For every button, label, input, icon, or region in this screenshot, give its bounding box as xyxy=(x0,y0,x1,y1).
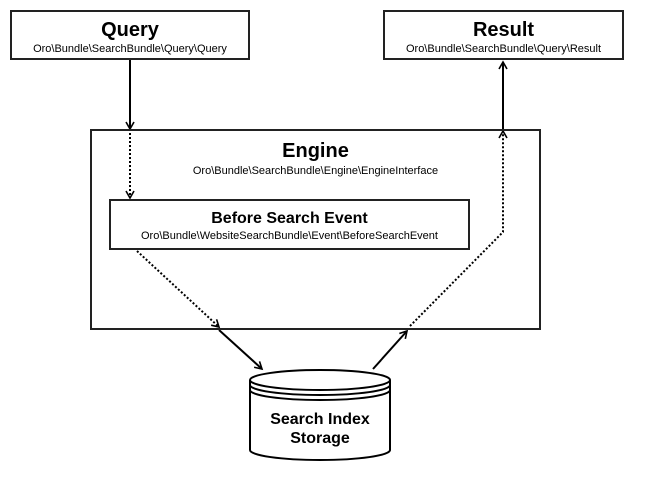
engine-box: Engine Oro\Bundle\SearchBundle\Engine\En… xyxy=(90,129,541,330)
query-class: Oro\Bundle\SearchBundle\Query\Query xyxy=(33,43,227,55)
engine-to-storage-arrow xyxy=(218,329,264,371)
query-title: Query xyxy=(101,19,159,41)
storage-label-line2: Storage xyxy=(290,430,350,447)
storage-label-line1: Search Index xyxy=(270,411,370,428)
result-title: Result xyxy=(472,19,535,41)
storage-to-engine-arrow xyxy=(372,329,409,370)
engine-internal-return-arrow xyxy=(409,129,508,327)
engine-class: Oro\Bundle\SearchBundle\Engine\EngineInt… xyxy=(192,165,439,177)
engine-title: Engine xyxy=(282,140,349,162)
before-search-event-title: Before Search Event xyxy=(211,210,368,227)
result-box: Result Oro\Bundle\SearchBundle\Query\Res… xyxy=(383,10,624,60)
before-search-event-class: Oro\Bundle\WebsiteSearchBundle\Event\Bef… xyxy=(141,230,438,242)
query-box: Query Oro\Bundle\SearchBundle\Query\Quer… xyxy=(10,10,250,60)
storage-label: Search Index Storage xyxy=(250,410,390,448)
before-search-event-box: Before Search Event Oro\Bundle\WebsiteSe… xyxy=(109,199,470,250)
result-class: Oro\Bundle\SearchBundle\Query\Result xyxy=(405,43,602,55)
search-index-storage-cylinder xyxy=(249,369,391,461)
before-event-to-engine-edge-arrow xyxy=(136,250,221,329)
